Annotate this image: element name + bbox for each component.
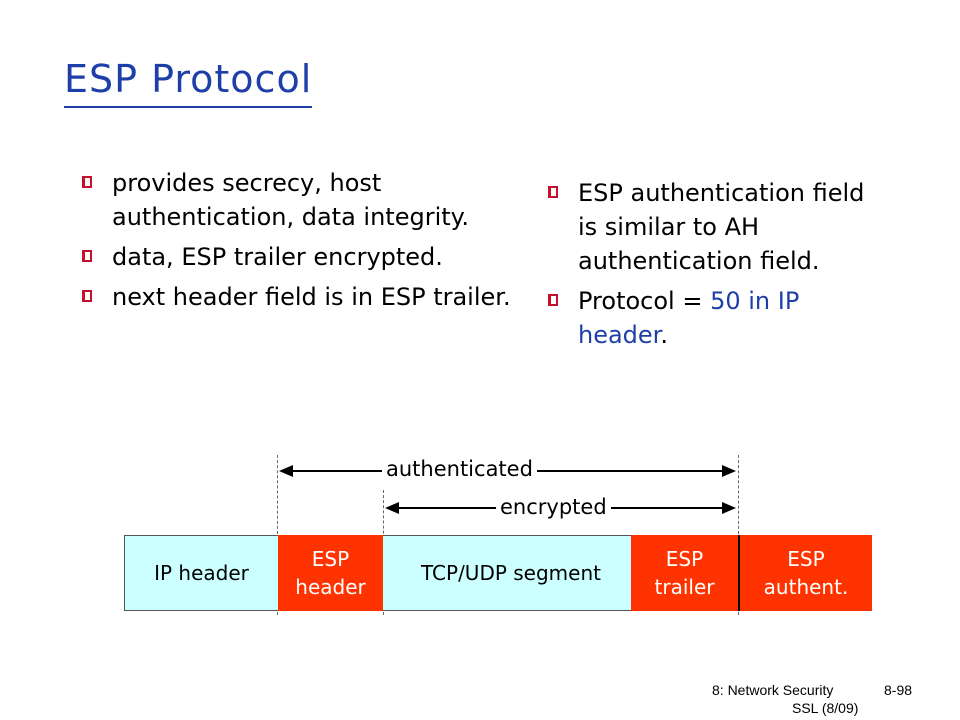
encrypted-arrow-left-head-icon: [385, 502, 399, 514]
square-bullet-icon: [82, 290, 92, 302]
left-bullet-2: data, ESP trailer encrypted.: [82, 240, 522, 274]
footer-subtitle: SSL (8/09): [792, 700, 859, 716]
encrypted-label: encrypted: [496, 494, 611, 520]
left-bullet-2-text: data, ESP trailer encrypted.: [112, 243, 443, 271]
packet-tcp-udp-segment-label: TCP/UDP segment: [421, 561, 601, 585]
packet-esp-trailer-line2: trailer: [654, 575, 715, 599]
right-bullet-2-suffix: .: [660, 321, 668, 349]
right-bullet-2: Protocol = 50 in IP header.: [548, 284, 878, 352]
authenticated-arrow-right-head-icon: [722, 465, 736, 477]
packet-esp-header-line2: header: [295, 575, 366, 599]
slide-title: ESP Protocol: [64, 52, 313, 108]
left-bullet-3-text: next header field is in ESP trailer.: [112, 283, 511, 311]
left-bullet-list: provides secrecy, host authentication, d…: [82, 166, 522, 320]
square-bullet-icon: [82, 176, 92, 188]
right-bullet-1: ESP authentication field is similar to A…: [548, 176, 878, 278]
square-bullet-icon: [548, 294, 558, 306]
footer-page-number: 8-98: [884, 682, 913, 698]
packet-esp-trailer: ESP trailer: [631, 535, 738, 611]
left-bullet-1: provides secrecy, host authentication, d…: [82, 166, 522, 234]
left-bullet-1-text: provides secrecy, host authentication, d…: [112, 169, 470, 231]
packet-ip-header-label: IP header: [154, 561, 249, 585]
packet-esp-header-line1: ESP: [311, 547, 350, 571]
packet-esp-authent-line1: ESP: [787, 547, 825, 571]
encrypted-arrow-right-head-icon: [722, 502, 736, 514]
packet-ip-header: IP header: [124, 535, 278, 611]
protocol-number-highlight: 50 in IP header: [578, 287, 800, 349]
right-bullet-list: ESP authentication field is similar to A…: [548, 176, 878, 358]
packet-esp-header: ESP header: [278, 535, 383, 611]
left-bullet-3: next header field is in ESP trailer.: [82, 280, 522, 314]
packet-esp-trailer-line1: ESP: [665, 547, 704, 571]
packet-esp-authent: ESP authent.: [738, 535, 872, 611]
packet-tcp-udp-segment: TCP/UDP segment: [383, 535, 631, 611]
square-bullet-icon: [82, 250, 92, 262]
right-bullet-2-prefix: Protocol =: [578, 287, 711, 315]
right-bullet-1-text: ESP authentication field is similar to A…: [578, 179, 865, 275]
authenticated-arrow-left-head-icon: [279, 465, 293, 477]
authenticated-label: authenticated: [382, 456, 537, 482]
square-bullet-icon: [548, 186, 558, 198]
footer-course: 8: Network Security: [712, 682, 834, 698]
packet-esp-authent-line2: authent.: [763, 575, 849, 599]
